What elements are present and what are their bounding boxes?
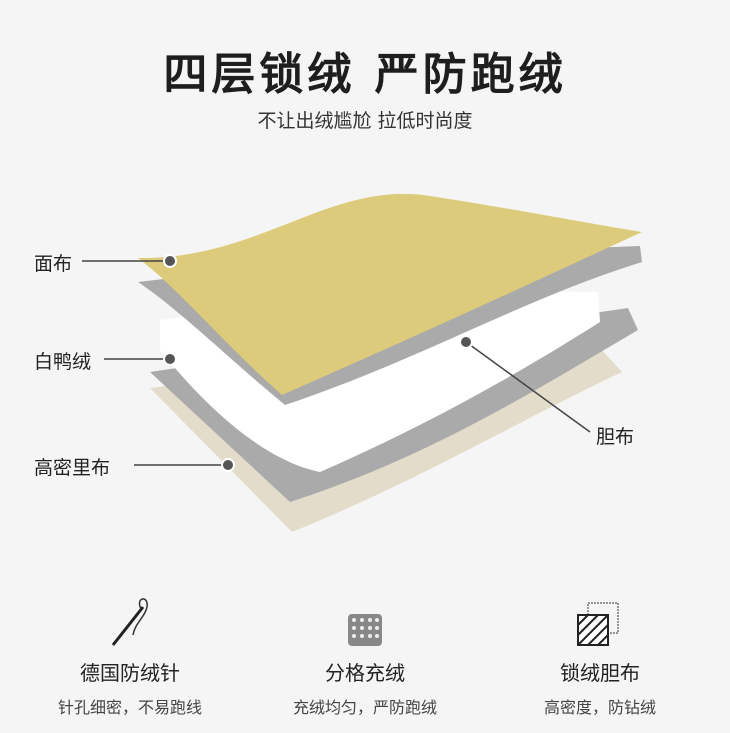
feature-title: 德国防绒针: [80, 661, 180, 685]
outer-layer: [138, 193, 642, 395]
feature-title: 分格充绒: [325, 661, 405, 685]
feature-desc: 充绒均匀，严防跑绒: [292, 698, 437, 717]
fabric-swatch-icon: [490, 595, 710, 647]
page-title: 四层锁绒 严防跑绒: [163, 49, 567, 100]
needle-icon: [20, 595, 240, 647]
grid-quilt-icon: [255, 595, 475, 647]
feature-grid: 分格充绒 充绒均匀，严防跑绒: [255, 595, 475, 718]
feature-desc: 针孔细密，不易跑线: [57, 698, 202, 717]
lining-marker: [221, 458, 235, 472]
feature-needle: 德国防绒针 针孔细密，不易跑线: [20, 595, 240, 718]
label-lining: 高密里布: [34, 457, 111, 479]
page-subtitle: 不让出绒尴尬 拉低时尚度: [257, 110, 473, 132]
outer-marker: [163, 254, 177, 268]
label-outer: 面布: [34, 253, 73, 275]
down-marker: [163, 352, 177, 366]
feature-fabric: 锁绒胆布 高密度，防钻绒: [490, 595, 710, 718]
layer-diagram: [82, 193, 642, 532]
label-inner: 胆布: [596, 426, 635, 448]
inner-marker: [459, 335, 473, 349]
label-down: 白鸭绒: [34, 351, 92, 373]
feature-desc: 高密度，防钻绒: [543, 698, 656, 717]
feature-title: 锁绒胆布: [560, 661, 640, 685]
